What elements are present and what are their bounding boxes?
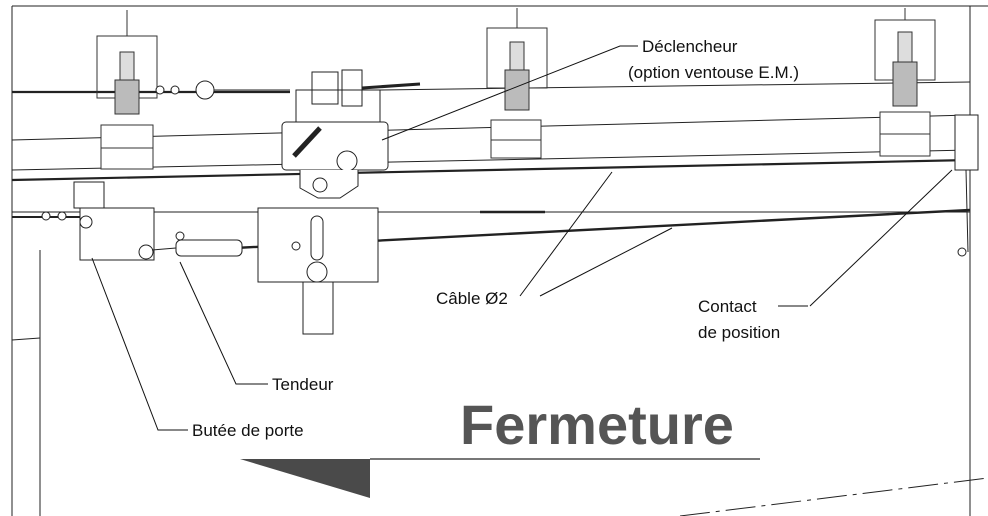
label-contact-line2: de position: [698, 323, 780, 342]
direction-arrow-icon: [240, 458, 760, 498]
tendeur-body: [151, 231, 243, 257]
label-contact-line1: Contact: [698, 297, 757, 316]
declencheur-body: [281, 89, 389, 199]
label-butee: Butée de porte: [192, 421, 304, 440]
label-declencheur-option: (option ventouse E.M.): [628, 63, 799, 82]
carriage-1: [96, 10, 158, 170]
label-declencheur: Déclencheur: [642, 37, 738, 56]
leader-lines: [91, 45, 953, 431]
butee-bracket: [41, 181, 155, 261]
label-cable: Câble Ø2: [436, 289, 508, 308]
upper-cable-hardware: [155, 69, 421, 107]
central-plate: [257, 207, 379, 335]
contact-device: [954, 114, 979, 257]
floor-dash-line: [679, 477, 988, 516]
lower-cable: [12, 208, 971, 250]
carriage-3: [874, 8, 936, 157]
label-tendeur: Tendeur: [272, 375, 334, 394]
carriage-2: [486, 8, 548, 159]
title-fermeture: Fermeture: [460, 393, 734, 456]
